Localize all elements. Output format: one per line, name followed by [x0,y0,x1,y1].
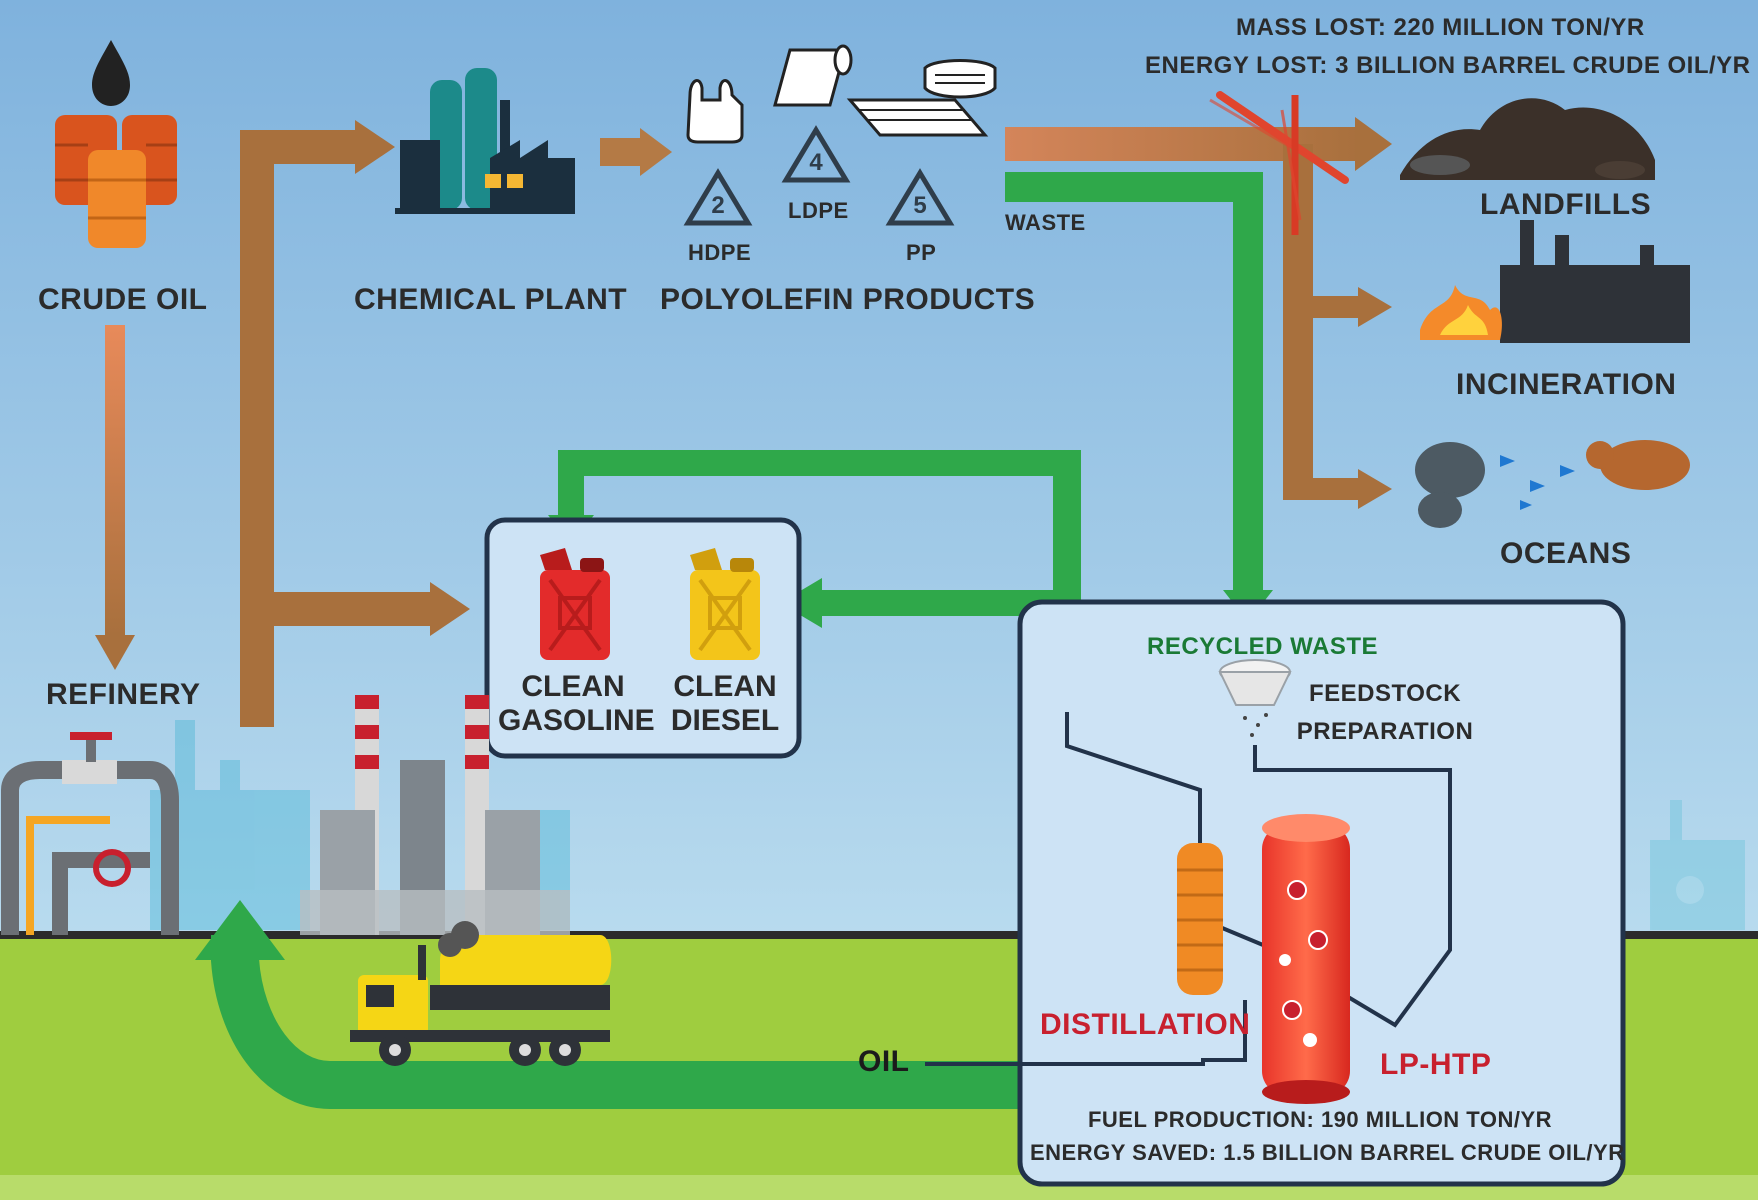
crude-oil-label: CRUDE OIL [38,283,208,316]
crude-oil-barrels-icon [55,40,177,248]
arrow-gasoline-down [558,450,584,520]
recycle-number-ldpe: 4 [809,149,823,176]
chemical-plant-icon [395,68,575,214]
arrow-to-chemical-plant [240,130,360,164]
arrow-refinery-to-fuels [274,592,434,626]
arrow-to-oceans [1283,478,1363,500]
incineration-icon [1420,220,1690,343]
arrow-to-incineration [1283,296,1363,318]
gasoline-can-icon [540,548,610,660]
recycle-symbol-ldpe-icon: 4 [781,125,851,183]
oil-label: OIL [858,1045,910,1078]
oil-tanker-truck-icon [350,921,612,1066]
landfills-label: LANDFILLS [1480,188,1652,221]
gasoline-label-line2: GASOLINE [498,704,655,737]
arrow-to-gasoline [558,450,1081,476]
arrow-head-refinery [95,635,135,670]
diesel-label-line1: CLEAN [673,670,777,703]
arrow-head-products [640,128,672,176]
clean-diesel-label: CLEAN DIESEL [660,670,790,738]
plastic-film-roll-icon [773,44,853,107]
arrow-waste-recycle [1005,172,1263,202]
ldpe-label: LDPE [788,198,849,223]
arrow-oil-return [211,935,1020,1109]
arrow-head-oceans [1358,469,1392,509]
feedstock-line1: FEEDSTOCK [1308,680,1462,707]
refinery-towers-icon [300,695,570,935]
clean-gasoline-label: CLEAN GASOLINE [498,670,655,738]
distillation-label: DISTILLATION [1040,1008,1251,1041]
waste-label: WASTE [1005,210,1086,235]
face-mask-icon [923,59,997,99]
distillation-column-icon [1177,843,1223,995]
arrow-recycle-down [1233,172,1263,592]
diesel-can-icon [690,548,760,660]
refinery-pipes-icon [1,732,179,935]
ocean-pollution-icon [1415,440,1690,528]
arrow-head-refinery-return [195,900,285,960]
oceans-label: OCEANS [1500,537,1632,570]
lp-htp-label: LP-HTP [1380,1048,1492,1081]
fuel-production-stat: FUEL PRODUCTION: 190 MILLION TON/YR [1087,1107,1553,1132]
arrow-head-landfills [1355,117,1392,171]
recycle-symbol-pp-icon: 5 [885,168,955,226]
incineration-label: INCINERATION [1456,368,1677,401]
arrow-head-chemical-plant [355,120,395,174]
gasoline-label-line1: CLEAN [521,670,625,703]
plastic-pipes-icon [846,98,989,137]
chemical-plant-label: CHEMICAL PLANT [354,283,628,316]
arrow-head-fuels [430,582,470,636]
diesel-label-line2: DIESEL [670,704,780,737]
mass-lost-stat: MASS LOST: 220 MILLION TON/YR [1236,14,1645,41]
arrow-crude-to-refinery [105,325,125,635]
arrow-head-incineration [1358,287,1392,327]
landfill-icon [1400,98,1655,180]
cross-out-mark [1209,91,1349,235]
arrow-plant-to-products [600,138,642,166]
recycle-number-hdpe: 2 [711,192,724,219]
hdpe-label: HDPE [688,240,752,265]
arrow-refinery-up [240,130,274,727]
lp-htp-reactor-icon [1262,814,1350,1104]
recycle-symbol-hdpe-icon: 2 [683,168,753,226]
feedstock-line2: PREPARATION [1296,718,1474,745]
energy-lost-stat: ENERGY LOST: 3 BILLION BARREL CRUDE OIL/… [1145,52,1751,79]
background-factory-right [1650,800,1745,930]
arrow-to-diesel [820,590,1060,616]
plastic-bag-icon [686,79,744,144]
recycle-number-pp: 5 [913,192,926,219]
refinery-label: REFINERY [46,678,201,711]
feedstock-bowl-icon [1218,659,1292,737]
pp-label: PP [906,240,937,265]
polyolefin-products-label: POLYOLEFIN PRODUCTS [660,283,1036,316]
recycled-waste-label: RECYCLED WASTE [1147,633,1379,660]
energy-saved-stat: ENERGY SAVED: 1.5 BILLION BARREL CRUDE O… [1030,1140,1625,1165]
